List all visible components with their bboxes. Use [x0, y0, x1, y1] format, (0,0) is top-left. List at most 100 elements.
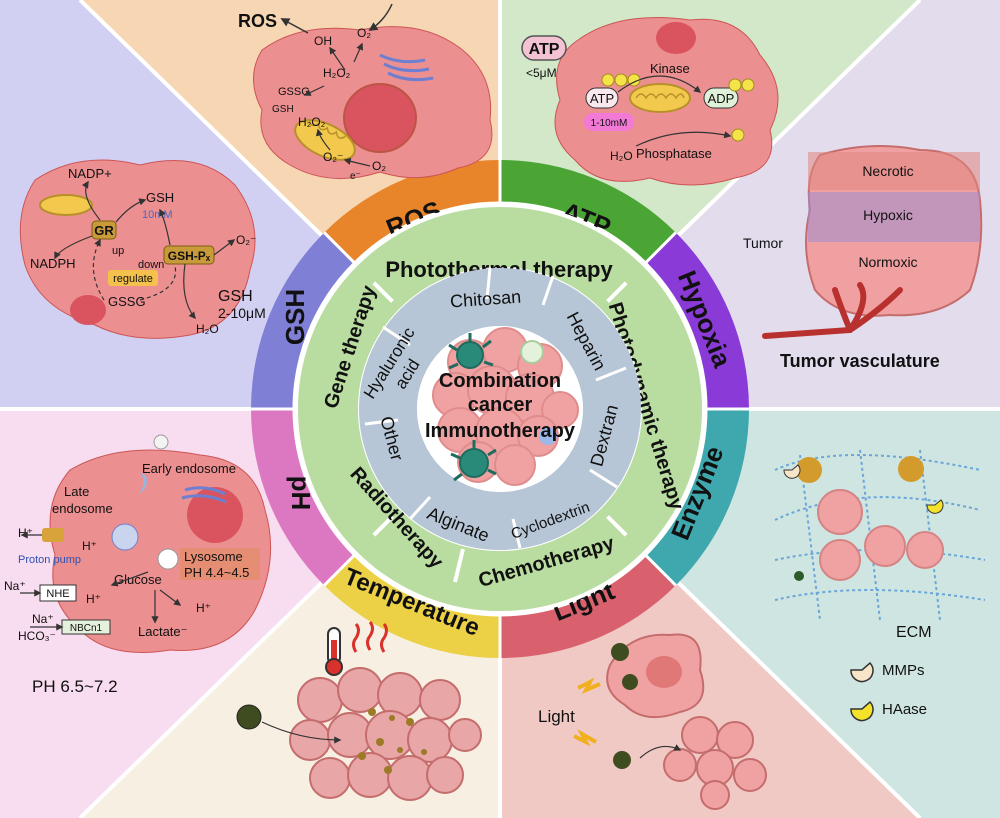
lightning-icon-1	[577, 677, 601, 694]
regulate-label: regulate	[113, 273, 153, 285]
temperature-panel	[236, 621, 482, 801]
ph-h-lactate: H⁺	[196, 601, 211, 615]
ph-panel: Early endosome Late endosome H⁺ H⁺ Proto…	[4, 434, 272, 696]
ring-segment-hypoxia	[645, 232, 750, 409]
gsh-conc-label: 10mM	[142, 209, 173, 221]
enzyme-panel: ECM MMPs HAase	[774, 449, 986, 722]
heat-particles	[358, 708, 427, 774]
gsh-h2o-label: H₂O	[196, 322, 219, 336]
atp-panel: ATP <5μM Kinase ATP ADP 1-10mM H₂O Phosp…	[521, 17, 779, 186]
haase-legend-icon	[850, 700, 874, 722]
ros-gsh-label: GSH	[272, 104, 294, 115]
gsh-o2-label: O₂⁻	[236, 233, 256, 247]
lightning-icon-2	[573, 728, 597, 747]
haase-icon	[926, 499, 944, 514]
ros-nucleus	[343, 83, 417, 153]
late-endosome-label-2: endosome	[52, 501, 113, 516]
proton-pump-label: Proton pump	[18, 554, 81, 566]
ring-label-gsh: GSH	[280, 289, 310, 345]
atp-nucleus	[656, 22, 696, 54]
tumor-cluster-center	[432, 327, 579, 486]
glucose-label: Glucose	[114, 572, 162, 587]
proton-pump-icon	[42, 528, 64, 542]
ros-mitochondrion-icon	[294, 119, 356, 161]
ph-h-left: H⁺	[18, 526, 33, 540]
gsh-label: GSH	[146, 190, 174, 205]
ros-oh-label: OH	[314, 34, 332, 48]
ecm-cells	[817, 489, 944, 581]
atp-badge-label: ATP	[529, 41, 560, 58]
ros-o2-minus-label: O₂⁻	[323, 150, 343, 164]
particle-icon	[520, 340, 544, 364]
thermometer-icon	[325, 627, 343, 676]
phosphate-icons	[601, 73, 755, 142]
mmps-label: MMPs	[882, 662, 925, 679]
adp-label: ADP	[708, 91, 735, 106]
ros-o2-top-label: O₂	[357, 26, 371, 40]
atp-h2o-label: H₂O	[610, 149, 633, 163]
vasculature	[762, 282, 903, 339]
lactate-label: Lactate⁻	[138, 624, 188, 639]
atp-mitochondrion-icon	[629, 83, 691, 113]
necrotic-label: Necrotic	[862, 163, 913, 179]
light-tumor-cluster	[663, 716, 767, 810]
nhe-label: NHE	[46, 588, 69, 600]
enzyme-particle-icon-2	[898, 456, 924, 482]
mmp-icon	[783, 464, 801, 479]
ros-gssg-label: GSSG	[278, 86, 310, 98]
lysosome-ph-label: PH 4.4~4.5	[184, 565, 249, 580]
ros-e-label: e⁻	[350, 171, 361, 182]
nadp-label: NADP+	[68, 166, 112, 181]
gsh-side-label: GSH	[218, 288, 253, 305]
gsh-side-conc-label: 2-10μM	[218, 305, 266, 321]
center-title-line2: cancer	[468, 394, 533, 416]
ros-title: ROS	[238, 11, 277, 31]
early-endosome-icon	[153, 434, 169, 450]
center-title-line1: Combination	[439, 370, 561, 392]
ros-golgi-icon	[379, 53, 434, 82]
light-particle-top-icon	[611, 643, 629, 661]
early-endosome-label: Early endosome	[142, 461, 236, 476]
gshpx-label: GSH-Pₓ	[168, 249, 211, 263]
lysosome-label: Lysosome	[184, 549, 243, 564]
ros-h2o2-a-label: H₂O₂	[323, 66, 351, 80]
ros-panel: ROS OH O₂ H₂O₂ GSSG GSH H₂O₂ O₂⁻ O₂ e⁻	[238, 3, 493, 182]
normoxic-label: Normoxic	[858, 254, 917, 270]
hypoxic-band	[808, 192, 980, 242]
na-label-2: Na⁺	[32, 612, 54, 626]
ros-o2-right-label: O₂	[372, 159, 386, 173]
gsh-up-label: up	[112, 245, 124, 257]
ph-golgi-icon	[181, 486, 227, 504]
light-particle-bottom-icon	[613, 751, 631, 769]
atp-phosphatase-label: Phosphatase	[636, 146, 712, 161]
immune-cell-bottom-icon	[450, 440, 497, 482]
nbcn1-label: NBCn1	[70, 623, 103, 634]
atp-label: ATP	[590, 91, 614, 106]
lysosome-icon	[157, 548, 179, 570]
atp-range-label: 1-10mM	[591, 118, 628, 129]
enzyme-particle-icon	[796, 457, 822, 483]
na-label-1: Na⁺	[4, 579, 26, 593]
ph-h-nhe: H⁺	[86, 592, 101, 606]
gsh-nucleus	[70, 295, 106, 325]
hco3-label: HCO₃⁻	[18, 629, 56, 643]
late-endosome-label-1: Late	[64, 484, 89, 499]
mmps-legend-icon	[850, 661, 874, 683]
nadph-label: NADPH	[30, 256, 76, 271]
tumor-label: Tumor	[743, 235, 783, 251]
atp-badge: ATP	[521, 35, 567, 61]
ring-segment-atp	[500, 159, 676, 264]
ecm-label: ECM	[896, 624, 932, 641]
ring-segment-ph	[251, 409, 355, 586]
atp-conc-label: <5μM	[526, 66, 557, 80]
haase-label: HAase	[882, 701, 927, 718]
temperature-particle-icon	[236, 704, 262, 730]
polymer-ring: Chitosan Heparin Dextran Cyclodextrin Al…	[359, 267, 641, 550]
necrotic-band	[808, 152, 980, 190]
atp-kinase-label: Kinase	[650, 61, 690, 76]
center-core: Combination cancer Immunotherapy	[417, 326, 583, 492]
late-endosome-icon	[111, 523, 139, 551]
light-label: Light	[538, 707, 575, 726]
hypoxia-panel: Necrotic Hypoxic Normoxic Tumor Tumor va…	[743, 145, 983, 371]
light-particle-mid-icon	[622, 674, 638, 690]
